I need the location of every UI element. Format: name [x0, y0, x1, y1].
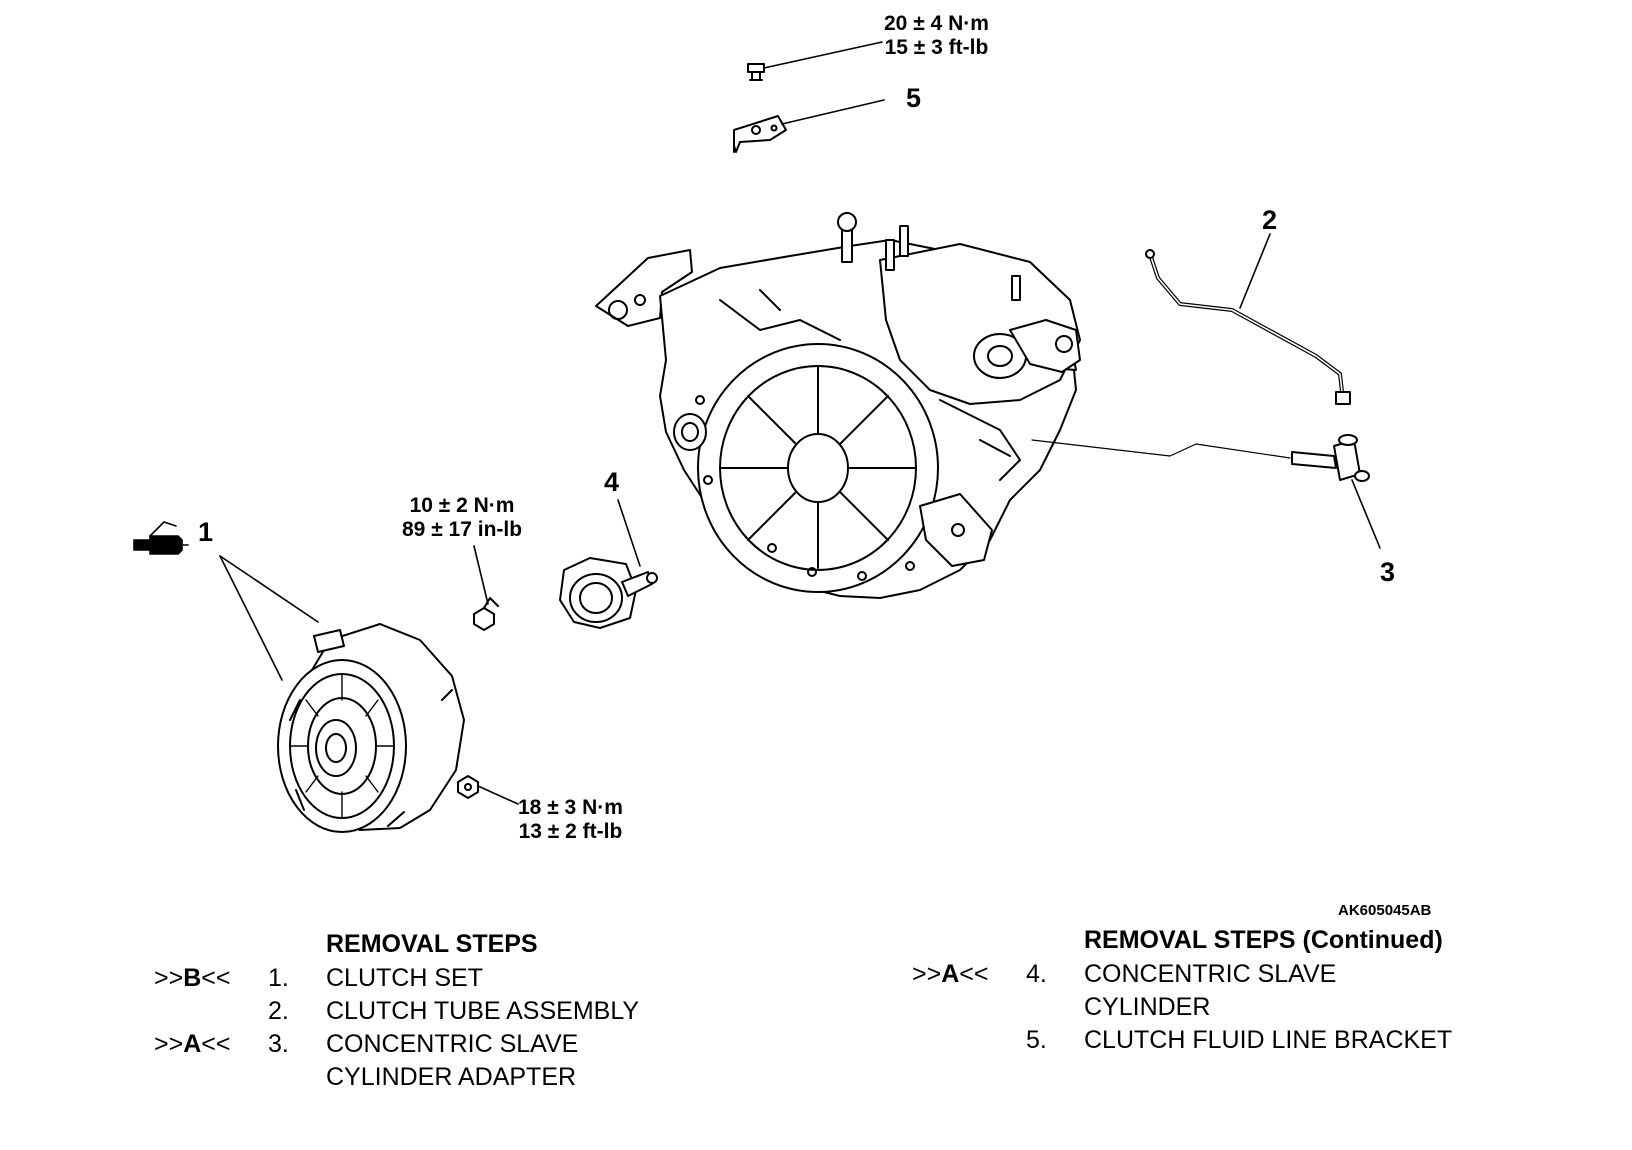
callout-1: 1: [198, 517, 214, 547]
removal-steps: REMOVAL STEPS >>B<< 1. CLUTCH SET 2. CLU…: [154, 928, 639, 1094]
step-name: CYLINDER: [1084, 993, 1211, 1021]
clutch-bolt-torque-ftlb: 13 ± 2 ft-lb: [518, 820, 623, 843]
slave-bolt-torque: 10 ± 2 N·m 89 ± 17 in-lb: [402, 494, 522, 542]
removal-step-row: >>B<< 1. CLUTCH SET: [154, 962, 639, 995]
step-name: CLUTCH FLUID LINE BRACKET: [1084, 1026, 1453, 1054]
clutch-set: [277, 623, 465, 833]
step-name: CLUTCH TUBE ASSEMBLY: [326, 997, 640, 1025]
leader-bracket-bolt-torque: [763, 41, 883, 69]
slave-bolt-torque-nm: 10 ± 2 N·m: [409, 494, 515, 517]
step-number: 3.: [268, 1030, 289, 1058]
step-number: [268, 1061, 326, 1094]
clutch-bolt-torque-nm: 18 ± 3 N·m: [518, 796, 623, 819]
bracket-bolt-torque: 20 ± 4 N·m 15 ± 3 ft-lb: [884, 12, 989, 60]
grease-icon: [133, 521, 189, 555]
leader-slave-bolt-torque: [473, 545, 489, 605]
slave-cylinder-adapter: [1291, 434, 1370, 482]
step-ref: >>A<<: [154, 1030, 231, 1058]
step-name: CONCENTRIC SLAVE: [1084, 960, 1337, 988]
callout-4: 4: [604, 467, 620, 497]
leader-part-5: [781, 99, 885, 125]
step-name: CONCENTRIC SLAVE: [326, 1030, 579, 1058]
removal-step-row: 5. CLUTCH FLUID LINE BRACKET: [912, 1024, 1452, 1057]
removal-step-row: CYLINDER: [912, 991, 1452, 1024]
step-ref: >>B<<: [154, 964, 231, 992]
bracket-bolt: [747, 63, 765, 81]
step-name: CLUTCH SET: [326, 964, 483, 992]
leader-housing-to-adapter: [1031, 439, 1291, 459]
bracket-bolt-torque-ftlb: 15 ± 3 ft-lb: [884, 36, 989, 59]
leader-part-1-a: [219, 555, 319, 623]
callout-5: 5: [906, 83, 922, 113]
step-number: 5.: [1026, 1026, 1047, 1054]
step-ref: [154, 995, 268, 1028]
removal-steps-continued-heading: REMOVAL STEPS (Continued): [1084, 926, 1443, 954]
step-name: CYLINDER ADAPTER: [326, 1063, 577, 1091]
callout-2: 2: [1262, 205, 1278, 235]
step-ref: >>A<<: [912, 960, 989, 988]
removal-step-row: >>A<< 4. CONCENTRIC SLAVE: [912, 958, 1452, 991]
step-number: 1.: [268, 964, 289, 992]
step-number: [1026, 991, 1084, 1024]
callout-3: 3: [1380, 557, 1396, 587]
slave-cylinder-bolt: [473, 597, 499, 631]
clutch-bolt-torque: 18 ± 3 N·m 13 ± 2 ft-lb: [518, 796, 623, 844]
figure-id: AK605045AB: [1338, 902, 1432, 919]
leader-part-1-b: [219, 555, 283, 681]
slave-bolt-torque-inlb: 89 ± 17 in-lb: [402, 518, 523, 541]
removal-step-row: >>A<< 3. CONCENTRIC SLAVE: [154, 1028, 639, 1061]
step-ref: [912, 1024, 1026, 1057]
leader-part-4: [617, 499, 641, 567]
leader-part-3: [1351, 479, 1381, 549]
clutch-bolt: [457, 775, 479, 799]
fluid-line-bracket: [733, 115, 787, 153]
removal-steps-continued: REMOVAL STEPS (Continued) >>A<< 4. CONCE…: [912, 924, 1452, 1057]
step-number: 4.: [1026, 960, 1047, 988]
step-number: 2.: [268, 997, 289, 1025]
clutch-tube-assembly: [1145, 249, 1351, 405]
transaxle-assembly: [595, 212, 1081, 599]
bracket-bolt-torque-nm: 20 ± 4 N·m: [884, 12, 989, 35]
leader-clutch-bolt-torque: [477, 785, 519, 805]
removal-step-row: 2. CLUTCH TUBE ASSEMBLY: [154, 995, 639, 1028]
leader-part-2: [1239, 233, 1271, 309]
exploded-diagram: [133, 41, 1381, 833]
removal-steps-heading: REMOVAL STEPS: [326, 930, 538, 958]
step-ref: [912, 991, 1026, 1024]
removal-step-row: CYLINDER ADAPTER: [154, 1061, 639, 1094]
step-ref: [154, 1061, 268, 1094]
concentric-slave-cylinder: [559, 557, 658, 629]
